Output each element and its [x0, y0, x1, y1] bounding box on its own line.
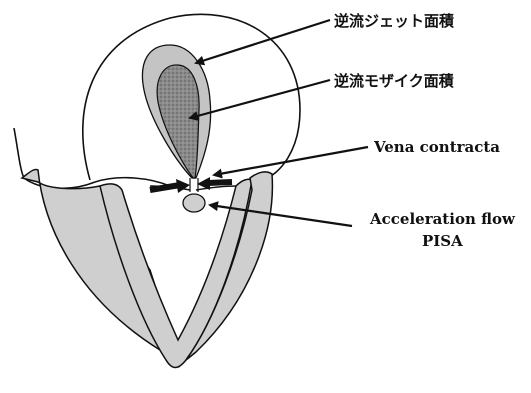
posterior-leaflet	[196, 186, 236, 190]
acceleration-flow-label: Acceleration flow	[369, 210, 516, 228]
jet-area-leader	[196, 20, 330, 63]
pisa-hemisphere	[183, 194, 205, 212]
pisa-label: PISA	[422, 232, 463, 250]
regurgitant-mosaic-area-label: 逆流モザイク面積	[334, 72, 455, 90]
vena-contracta-left-arrowhead	[176, 179, 190, 193]
mosaic-area-leader	[190, 80, 330, 118]
vena-contracta-right-arrowhead	[197, 177, 210, 190]
vena-contracta-right-arrow	[208, 182, 232, 183]
vena-contracta-label: Vena contracta	[373, 138, 500, 156]
regurgitant-jet-area-label: 逆流ジェット面積	[334, 12, 455, 30]
